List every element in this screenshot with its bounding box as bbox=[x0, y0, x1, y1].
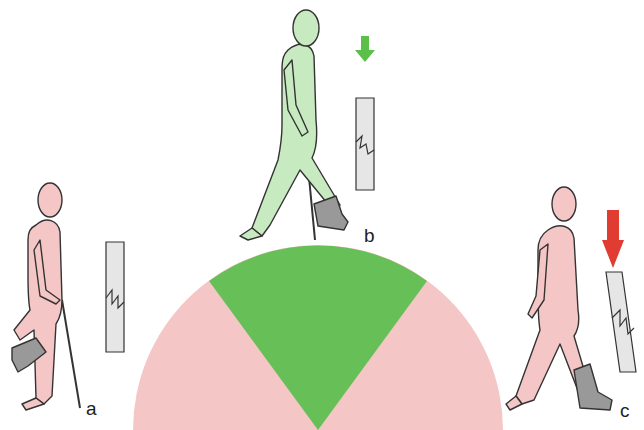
figure-a bbox=[12, 183, 80, 410]
figure-letter: a bbox=[86, 399, 97, 418]
bone-icon-c bbox=[602, 210, 636, 372]
optimal-sector bbox=[209, 245, 427, 430]
risk-semicircle bbox=[133, 245, 503, 430]
bone-icon-a bbox=[106, 242, 124, 352]
figure-letter: c bbox=[620, 401, 630, 420]
figure-letter: b bbox=[364, 226, 375, 245]
figure-b bbox=[240, 10, 348, 240]
bone-icon-b bbox=[355, 36, 375, 190]
figure-c bbox=[506, 187, 612, 410]
